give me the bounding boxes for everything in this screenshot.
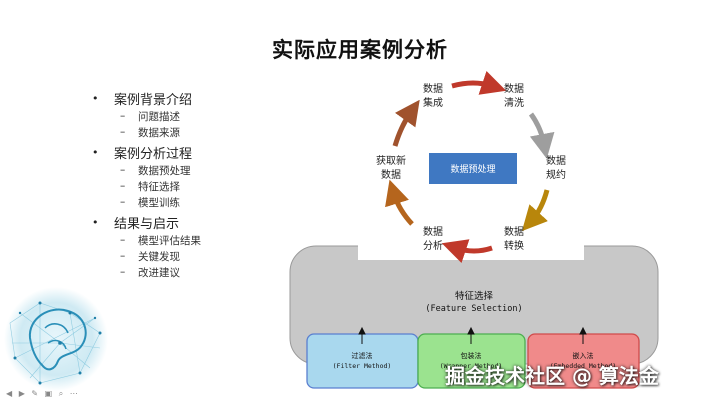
cycle-arrow	[528, 112, 555, 159]
outline-subitem: –模型训练	[120, 196, 180, 209]
method-name: 过滤法	[352, 351, 373, 360]
slide-title: 实际应用案例分析	[272, 38, 448, 62]
cycle-node: 数据	[546, 154, 566, 167]
outline-item: •结果与启示	[92, 215, 180, 232]
outline-subitem: –数据预处理	[120, 164, 191, 177]
cycle-node: 数据	[423, 82, 443, 95]
cycle-node: 分析	[423, 239, 443, 252]
outline-subitem: –关键发现	[120, 250, 180, 263]
outline-item: •案例分析过程	[92, 145, 193, 162]
method-arrows	[358, 326, 587, 344]
method-en: (Filter Method)	[333, 362, 392, 370]
method-en: (Wrapper Method)	[440, 362, 503, 370]
cycle-arrow	[385, 179, 414, 226]
cycle-node: 转换	[504, 239, 524, 252]
cycle-arrow	[441, 239, 493, 264]
center-label: 数据预处理	[450, 163, 495, 175]
cycle-node: 数据	[381, 168, 401, 181]
cycle-arrow	[392, 99, 420, 147]
cycle-arrow	[521, 189, 550, 232]
outline-subitem: –数据来源	[120, 126, 180, 139]
method-embedded[interactable]: 嵌入法 (Embedded Method)	[527, 333, 640, 389]
feature-title: 特征选择	[455, 290, 494, 302]
outline-subitem: –特征选择	[120, 180, 180, 193]
cycle-node: 数据	[423, 225, 443, 238]
watermark: 掘金技术社区 @ 算法金	[445, 364, 659, 388]
cycle-arrow	[451, 70, 507, 95]
cycle-node: 数据	[504, 225, 524, 238]
cycle-node: 清洗	[504, 96, 524, 109]
outline-subitem: –问题描述	[120, 110, 180, 123]
cycle-node: 集成	[423, 96, 443, 109]
presentation-toolbar[interactable]: ◀ ▶ ✎ ▣ ⌕ ⋯	[6, 389, 80, 398]
outline-subitem: –模型评估结果	[120, 234, 201, 247]
outline-subitem: –改进建议	[120, 266, 180, 279]
cycle-node: 规约	[546, 168, 566, 181]
cycle-node: 获取新	[376, 154, 406, 167]
brain-network-image	[4, 287, 108, 391]
cycle-node: 数据	[504, 82, 524, 95]
center-box	[429, 153, 517, 184]
outline-list: •案例背景介绍 –问题描述 –数据来源 •案例分析过程 –数据预处理 –特征选择…	[92, 86, 292, 280]
method-name: 包装法	[461, 351, 482, 360]
outline-item: •案例背景介绍	[92, 91, 193, 108]
method-name: 嵌入法	[573, 351, 594, 360]
method-en: (Embedded Method)	[550, 362, 617, 370]
feature-subtitle: (Feature Selection)	[425, 304, 522, 314]
